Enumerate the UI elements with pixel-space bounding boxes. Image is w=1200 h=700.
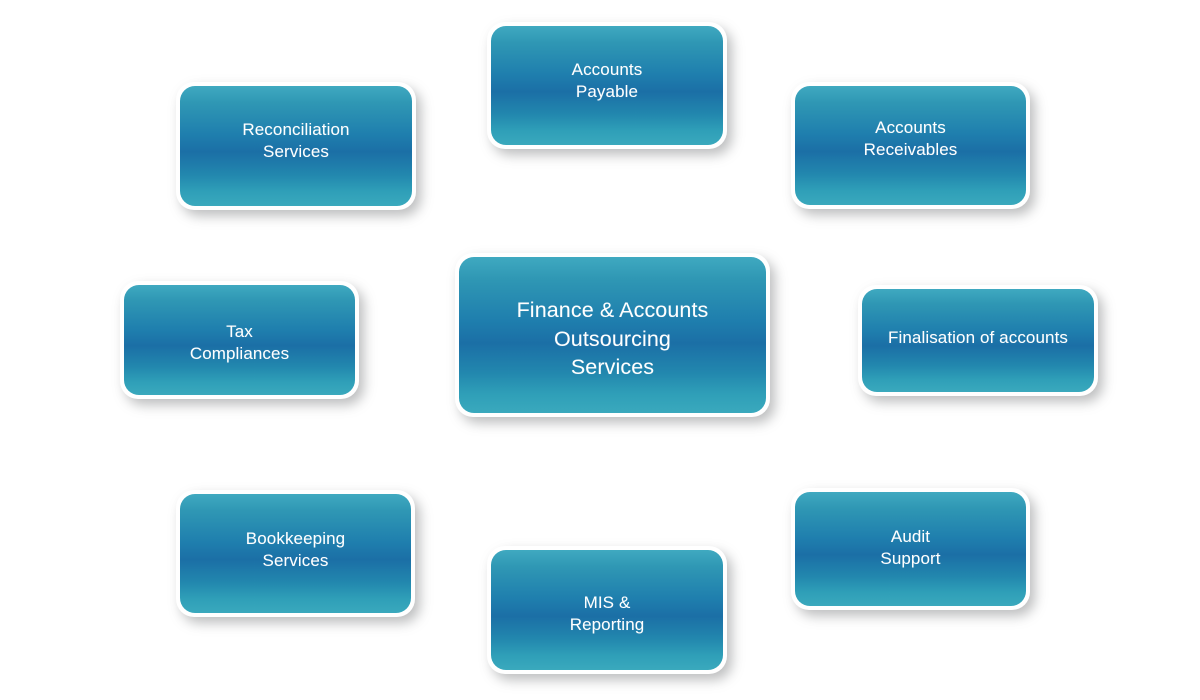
node-label: Accounts Receivables bbox=[863, 118, 958, 159]
node-label: Audit Support bbox=[880, 527, 941, 568]
node-surface: Finance & Accounts Outsourcing Services bbox=[459, 257, 766, 413]
node-finance-accounts-outsourcing-services[interactable]: Finance & Accounts Outsourcing Services bbox=[455, 253, 770, 417]
node-label: Bookkeeping Services bbox=[245, 529, 346, 570]
node-label: Tax Compliances bbox=[189, 322, 290, 363]
node-bookkeeping-services[interactable]: Bookkeeping Services bbox=[176, 490, 415, 617]
node-label: Accounts Payable bbox=[571, 60, 643, 101]
node-label: MIS & Reporting bbox=[569, 593, 645, 634]
node-surface: Finalisation of accounts bbox=[862, 289, 1094, 392]
node-surface: MIS & Reporting bbox=[491, 550, 723, 670]
node-surface: Reconciliation Services bbox=[180, 86, 412, 206]
node-accounts-payable[interactable]: Accounts Payable bbox=[487, 22, 727, 149]
node-label: Reconciliation Services bbox=[242, 120, 350, 161]
node-finalisation-of-accounts[interactable]: Finalisation of accounts bbox=[858, 285, 1098, 396]
node-accounts-receivables[interactable]: Accounts Receivables bbox=[791, 82, 1030, 209]
node-audit-support[interactable]: Audit Support bbox=[791, 488, 1030, 610]
node-surface: Accounts Receivables bbox=[795, 86, 1026, 205]
node-reconciliation-services[interactable]: Reconciliation Services bbox=[176, 82, 416, 210]
node-surface: Audit Support bbox=[795, 492, 1026, 606]
node-tax-compliances[interactable]: Tax Compliances bbox=[120, 281, 359, 399]
node-surface: Accounts Payable bbox=[491, 26, 723, 145]
node-mis-reporting[interactable]: MIS & Reporting bbox=[487, 546, 727, 674]
node-label: Finalisation of accounts bbox=[887, 328, 1069, 347]
node-surface: Tax Compliances bbox=[124, 285, 355, 395]
node-surface: Bookkeeping Services bbox=[180, 494, 411, 613]
hub-label: Finance & Accounts Outsourcing Services bbox=[516, 298, 709, 379]
